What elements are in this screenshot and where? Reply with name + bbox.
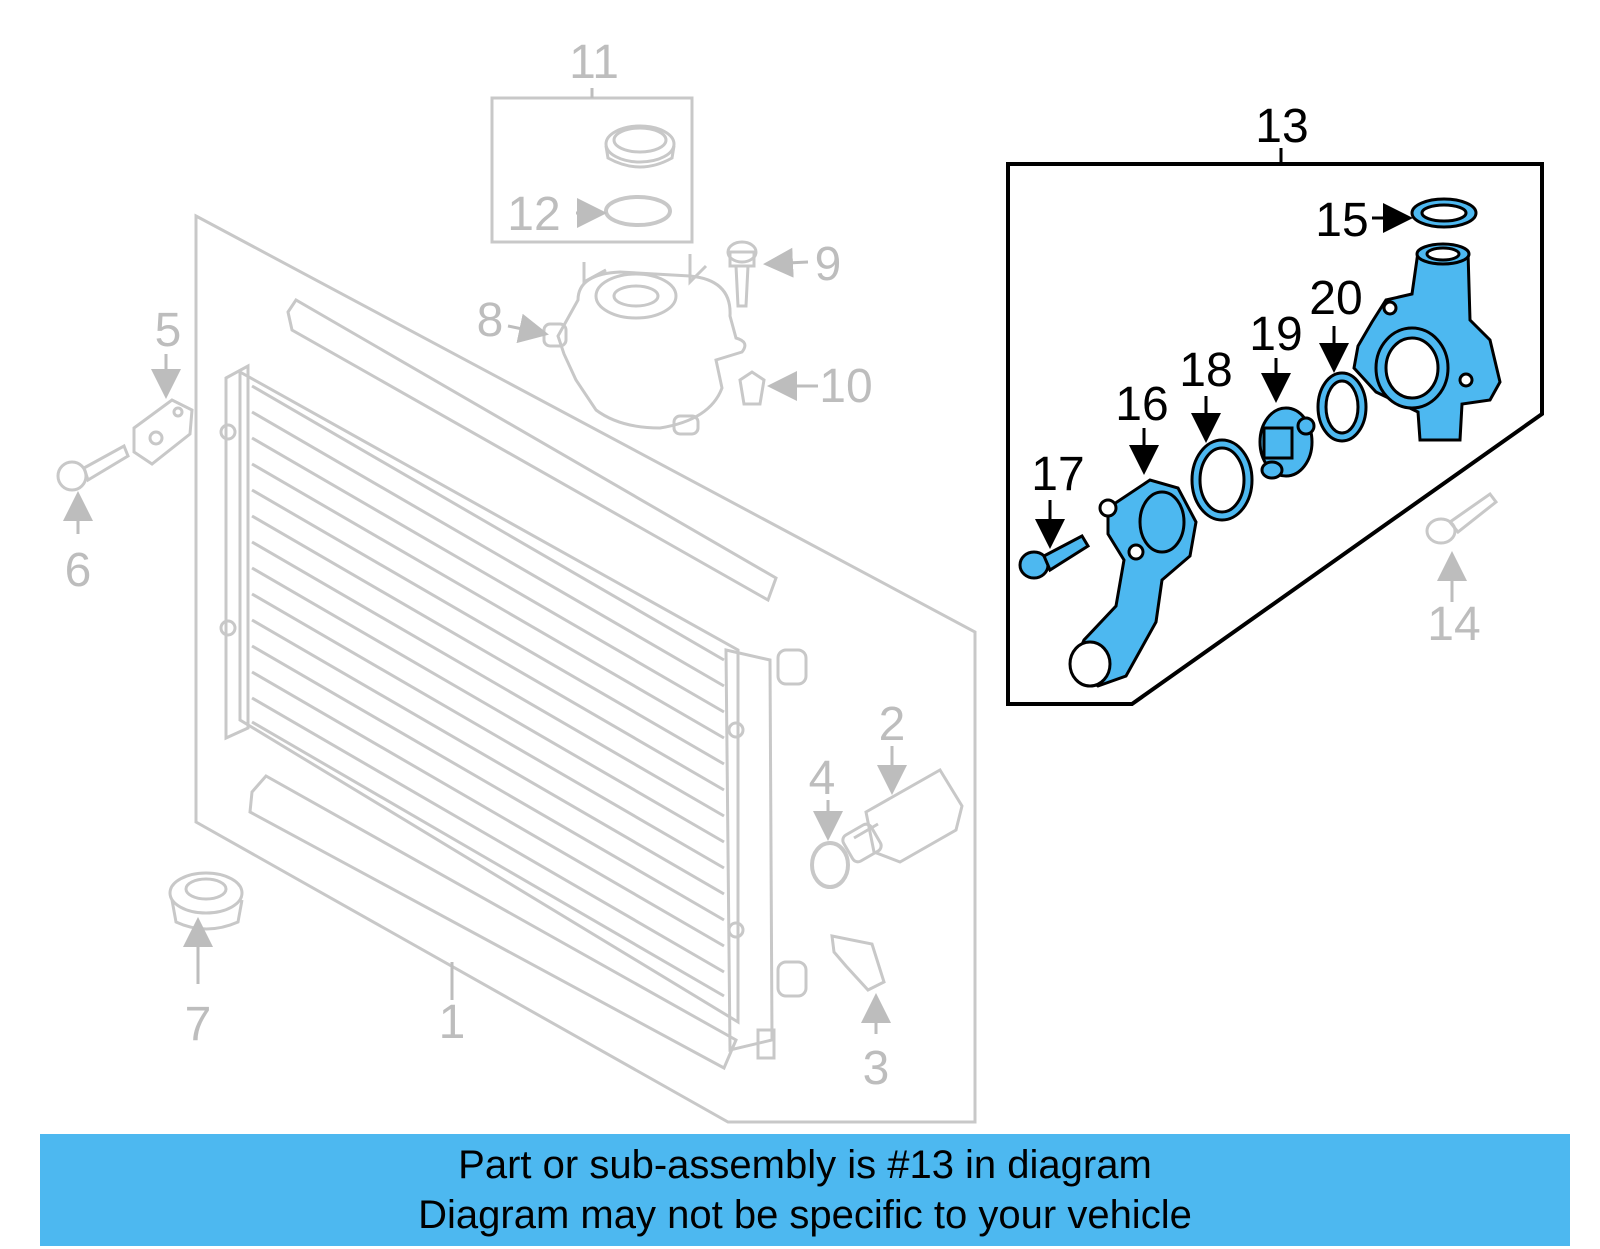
radiator-group: [194, 213, 977, 1124]
temperature-sensor: [841, 767, 964, 864]
cap-seal-ring: [604, 195, 672, 227]
callout-1: 1: [439, 996, 466, 1049]
callout-labels: 1 2 3 4 5 6 7 8 9 10 11 12 13 14 15 16 1…: [65, 36, 1481, 1095]
callout-16: 16: [1115, 378, 1168, 431]
callout-6: 6: [65, 544, 92, 597]
sensor-clip: [830, 934, 886, 992]
sensor-o-ring: [810, 841, 850, 889]
tank-bolt: [726, 240, 758, 308]
callout-18: 18: [1179, 344, 1232, 397]
thermostat-gasket: [1190, 438, 1254, 522]
callout-9: 9: [815, 238, 842, 291]
info-banner: Part or sub-assembly is #13 in diagram D…: [40, 1134, 1570, 1246]
callout-5: 5: [155, 304, 182, 357]
rubber-mount: [168, 871, 244, 931]
filler-cap: [604, 124, 676, 169]
cover-bolt: [1018, 534, 1091, 580]
bracket-bolt: [56, 443, 130, 492]
thermostat-housing: [1352, 242, 1502, 442]
radiator-frame-outline: [194, 213, 977, 1124]
callout-19: 19: [1249, 308, 1302, 361]
tank-clip: [738, 370, 766, 406]
radiator-core: [219, 363, 808, 1060]
outlet-seal: [1410, 197, 1478, 229]
callout-11: 11: [569, 36, 619, 89]
callout-arrows-dark: [1035, 203, 1413, 549]
mounting-bracket: [132, 398, 194, 466]
thermostat: [1258, 406, 1316, 480]
callout-7: 7: [185, 998, 212, 1051]
housing-bolt: [1425, 491, 1499, 545]
callout-13: 13: [1255, 100, 1308, 153]
callout-14: 14: [1427, 598, 1480, 651]
callout-3: 3: [863, 1042, 890, 1095]
thermostat-cover-pipe: [1068, 478, 1198, 688]
upper-seal-strip: [286, 297, 778, 603]
banner-line-1: Part or sub-assembly is #13 in diagram: [458, 1143, 1152, 1187]
callout-8: 8: [477, 294, 504, 347]
lower-seal-strip: [248, 774, 738, 1071]
housing-o-ring: [1316, 371, 1368, 443]
thermostat-group-box: [1006, 162, 1544, 706]
callout-4: 4: [809, 752, 836, 805]
callout-15: 15: [1315, 194, 1368, 247]
callout-20: 20: [1309, 272, 1362, 325]
callout-2: 2: [879, 698, 906, 751]
callout-17: 17: [1031, 448, 1084, 501]
callout-arrows-grey: [63, 88, 1467, 1034]
banner-line-2: Diagram may not be specific to your vehi…: [418, 1193, 1192, 1237]
callout-10: 10: [819, 360, 872, 413]
callout-12: 12: [507, 188, 560, 241]
expansion-tank: [542, 254, 747, 436]
